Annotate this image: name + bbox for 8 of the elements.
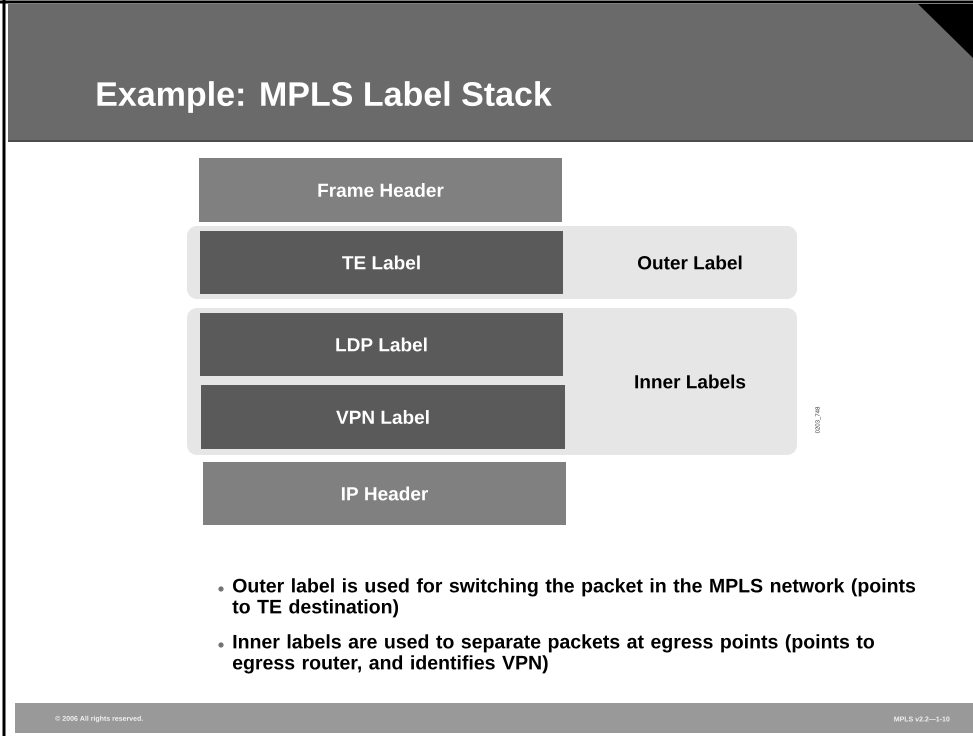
header-box: Frame Header (199, 158, 562, 222)
label-box: TE Label (200, 231, 563, 294)
bullet-text: Inner labels are used to separate packets at egress points (points to egress router, and identifies VPN) (232, 634, 874, 674)
label-box: VPN Label (201, 385, 565, 449)
label-box: LDP Label (200, 313, 563, 376)
bullet-text: Outer label is used for switching the packet in the MPLS network (points to TE destination) (232, 578, 916, 618)
title: Example: MPLS Label Stack (97, 81, 552, 113)
header-box: IP Header (203, 462, 566, 525)
